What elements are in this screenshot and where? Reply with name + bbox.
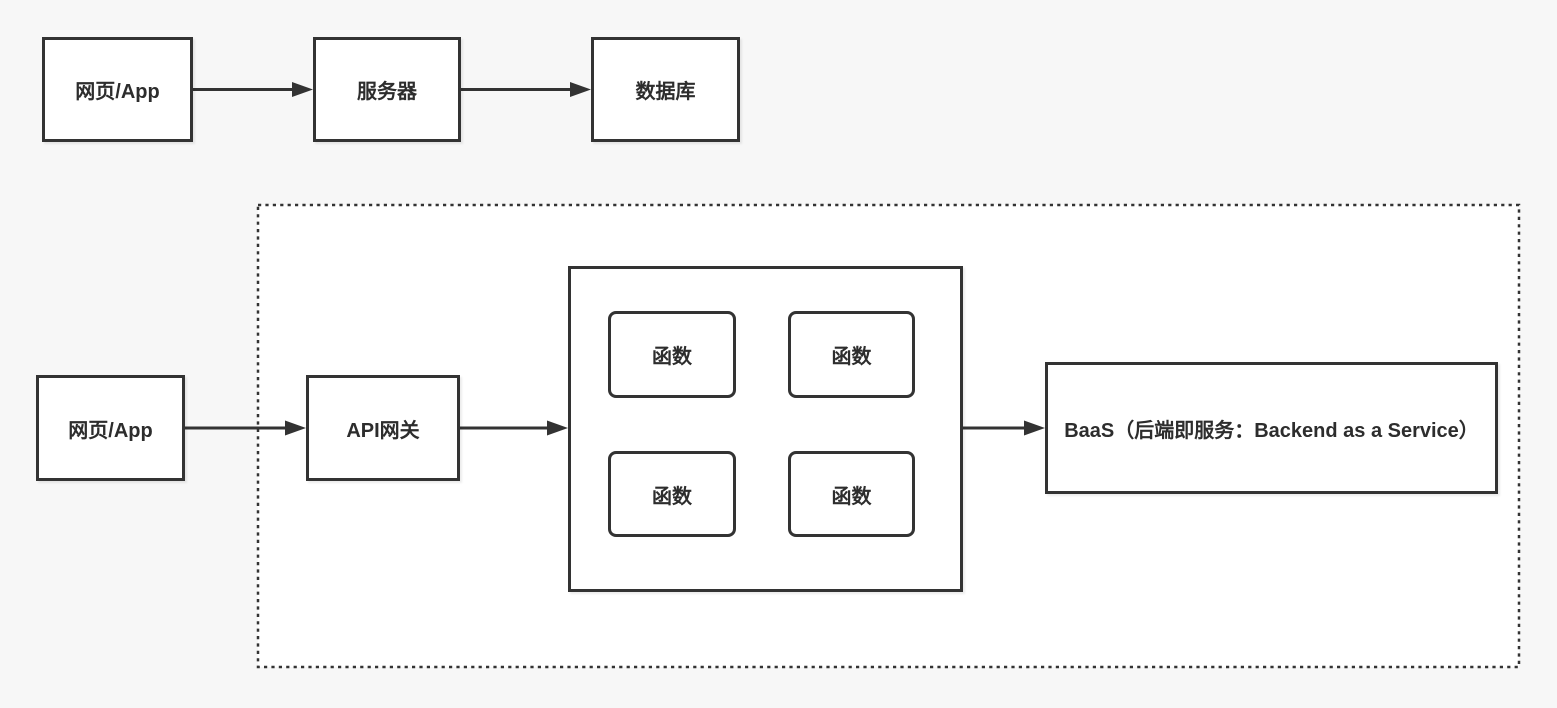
node-function-1-label: 函数 <box>652 346 692 368</box>
node-database: 数据库 <box>591 37 740 142</box>
node-server: 服务器 <box>313 37 461 142</box>
node-baas-label: BaaS（后端即服务：Backend as a Service） <box>1064 419 1479 442</box>
node-baas: BaaS（后端即服务：Backend as a Service） <box>1045 362 1498 494</box>
arrow-webapp-to-gateway <box>185 420 306 436</box>
node-function-2-label: 函数 <box>831 346 872 368</box>
arrow-gateway-to-functions <box>460 420 568 436</box>
arrow-webapp-to-server <box>193 82 313 97</box>
node-database-label: 数据库 <box>635 81 696 103</box>
node-function-4-label: 函数 <box>831 485 872 508</box>
node-function-3: 函数 <box>608 451 736 537</box>
node-api-gateway: API网关 <box>306 375 460 481</box>
node-server-label: 服务器 <box>357 81 417 103</box>
node-webapp-traditional: 网页/App <box>42 37 193 142</box>
node-function-3-label: 函数 <box>652 485 692 508</box>
arrow-functions-to-baas <box>963 420 1045 436</box>
node-webapp-serverless: 网页/App <box>36 375 185 481</box>
node-webapp-serverless-label: 网页/App <box>68 419 153 442</box>
node-webapp-traditional-label: 网页/App <box>75 81 160 103</box>
arrow-server-to-database <box>461 82 591 97</box>
node-function-1: 函数 <box>608 311 736 398</box>
node-api-gateway-label: API网关 <box>346 419 420 442</box>
node-function-2: 函数 <box>788 311 915 398</box>
node-function-4: 函数 <box>788 451 915 537</box>
